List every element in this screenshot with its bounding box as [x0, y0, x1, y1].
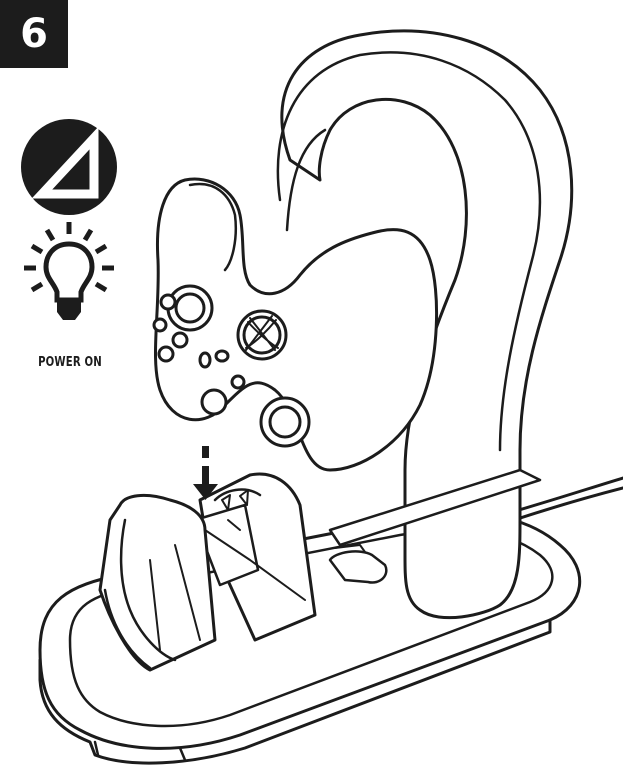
face-button — [171, 331, 189, 349]
face-button — [159, 293, 177, 311]
face-button — [152, 317, 168, 333]
power-on-label: POWER ON — [38, 355, 102, 370]
headset-hanger — [280, 29, 574, 620]
down-arrow-icon — [193, 446, 218, 500]
brand-logo-icon — [21, 119, 117, 215]
charging-cradle-secondary — [98, 493, 217, 672]
view-button — [198, 351, 212, 369]
light-bulb-on-icon — [24, 222, 114, 320]
share-button — [230, 374, 246, 390]
menu-button — [214, 349, 230, 363]
face-button — [157, 345, 175, 363]
d-pad — [200, 388, 228, 416]
step-number: 6 — [20, 11, 48, 57]
cable — [510, 476, 623, 522]
usb-plug — [328, 550, 388, 584]
step-number-badge: 6 — [0, 0, 68, 68]
